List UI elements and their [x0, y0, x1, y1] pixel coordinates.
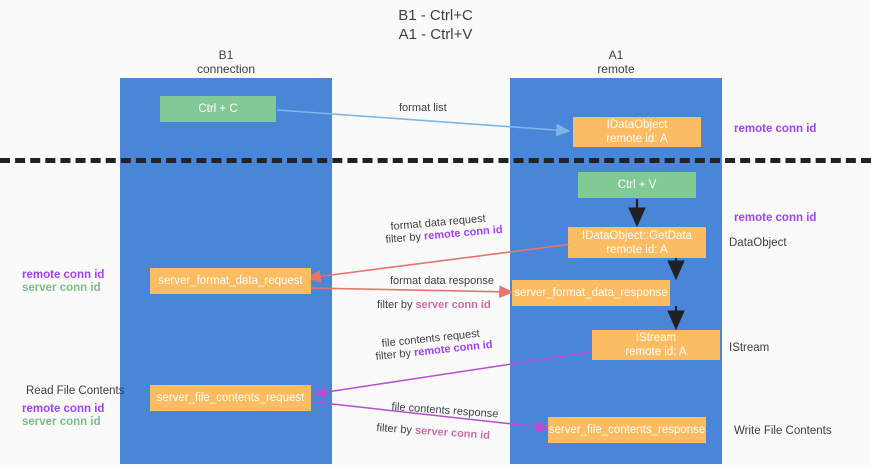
box-server-file-contents-request[interactable]: server_file_contents_request	[150, 385, 311, 411]
edge-label-format-list: format list	[399, 102, 447, 114]
box-server-format-data-response-label: server_format_data_response	[514, 287, 668, 299]
box-server-file-contents-response[interactable]: server_file_contents_response	[548, 417, 706, 443]
edge-filter-prefix-3: filter by	[375, 346, 415, 363]
column-header-a1-subtitle: remote	[597, 62, 635, 76]
column-header-b1-subtitle: connection	[196, 62, 256, 76]
box-idataobject-remote[interactable]: IDataObject remote id: A	[573, 117, 701, 147]
box-idataobject-title: IDataObject	[606, 119, 668, 131]
edge-label-format-data-response-filter: filter by server conn id	[377, 298, 491, 312]
annotation-right-dataobject: DataObject	[729, 237, 787, 249]
column-header-b1: B1 connection	[136, 48, 316, 76]
box-istream[interactable]: IStream remote id: A	[592, 330, 720, 360]
column-header-a1: A1 remote	[526, 48, 706, 76]
annotation-left-remote-conn-id-bottom: remote conn id	[22, 403, 105, 415]
box-server-format-data-request[interactable]: server_format_data_request	[150, 268, 311, 294]
annotation-left-read-file-contents: Read File Contents	[26, 385, 125, 397]
annotation-right-write-file-contents: Write File Contents	[734, 425, 832, 437]
box-istream-title: IStream	[635, 332, 677, 344]
box-ctrl-c[interactable]: Ctrl + C	[160, 96, 276, 122]
box-ctrl-c-label: Ctrl + C	[198, 103, 238, 115]
box-server-format-data-response[interactable]: server_format_data_response	[512, 280, 670, 306]
box-idataobject-getdata[interactable]: IDataObject::GetData remote id: A	[568, 227, 706, 258]
edge-filter-key-server-conn-id-2: server conn id	[414, 424, 491, 442]
title-line-1: B1 - Ctrl+C	[398, 7, 473, 24]
edge-filter-prefix-1: filter by	[385, 230, 425, 246]
title-line-2: A1 - Ctrl+V	[398, 26, 473, 43]
column-header-a1-name: A1	[608, 48, 624, 62]
annotation-right-istream: IStream	[729, 342, 770, 354]
edge-label-format-data-response: format data response	[390, 275, 494, 287]
edge-filter-prefix-2: filter by	[377, 299, 416, 311]
box-getdata-subtitle: remote id: A	[606, 243, 668, 256]
annotation-right-remote-conn-id-mid: remote conn id	[734, 212, 817, 224]
box-server-file-contents-response-label: server_file_contents_response	[548, 424, 706, 436]
box-server-format-data-request-label: server_format_data_request	[158, 275, 303, 287]
arrow-format-data-response	[309, 285, 514, 299]
section-divider	[0, 158, 871, 163]
box-ctrl-v-label: Ctrl + V	[617, 179, 657, 191]
box-ctrl-v[interactable]: Ctrl + V	[578, 172, 696, 198]
box-istream-subtitle: remote id: A	[625, 346, 687, 358]
edge-filter-key-server-conn-id-1: server conn id	[415, 299, 491, 311]
annotation-left-server-conn-id-mid: server conn id	[22, 282, 101, 294]
page-title: B1 - Ctrl+C A1 - Ctrl+V	[0, 6, 871, 44]
annotation-left-remote-conn-id-mid: remote conn id	[22, 269, 105, 281]
edge-label-file-contents-response-filter: filter by server conn id	[376, 421, 490, 443]
column-header-b1-name: B1	[218, 48, 234, 62]
edge-filter-prefix-4: filter by	[376, 421, 416, 437]
edge-label-file-contents-response: file contents response	[391, 400, 499, 421]
annotation-left-server-conn-id-bottom: server conn id	[22, 416, 101, 428]
box-getdata-title: IDataObject::GetData	[582, 229, 692, 242]
box-idataobject-subtitle: remote id: A	[606, 133, 668, 145]
box-server-file-contents-request-label: server_file_contents_request	[156, 392, 305, 404]
annotation-right-remote-conn-id-top: remote conn id	[734, 123, 817, 135]
